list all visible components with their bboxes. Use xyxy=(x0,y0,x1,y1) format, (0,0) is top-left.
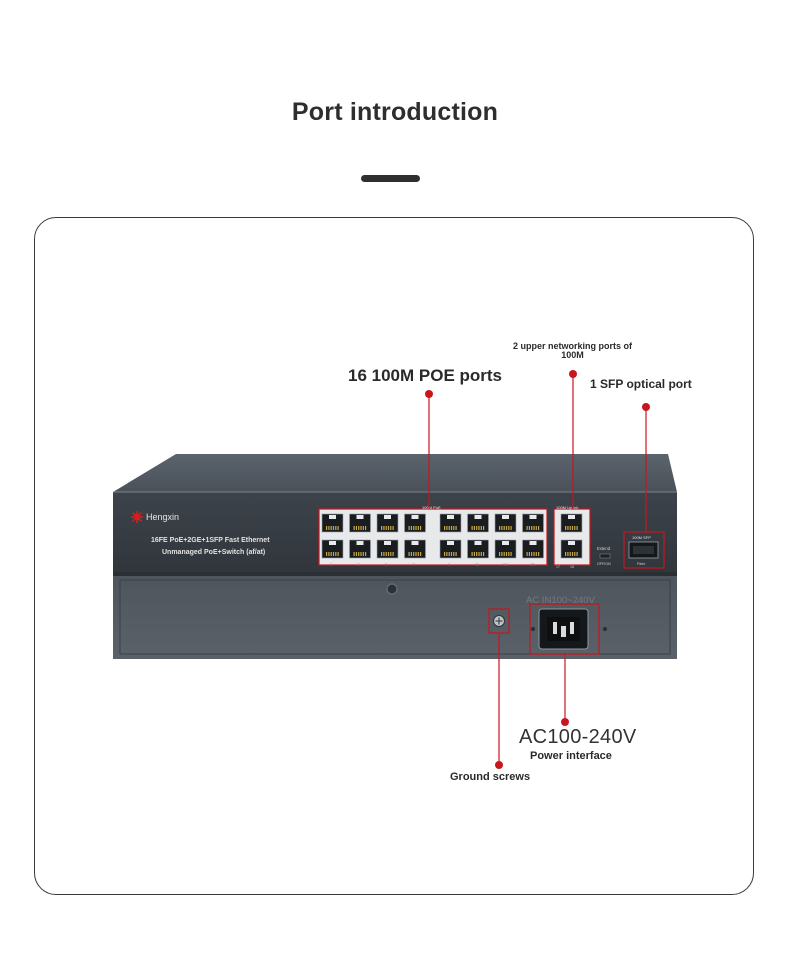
uplink-leader-dot xyxy=(569,370,577,378)
poe-port-number: 1 xyxy=(330,563,332,567)
poe-port-number: 7 xyxy=(413,563,415,567)
uplink-ports-callout: 2 upper networking ports of 100M xyxy=(490,342,655,360)
body-screw-icon xyxy=(386,583,398,595)
uplink-port-top xyxy=(560,513,583,533)
uplink-callout-line1: 2 upper networking ports of xyxy=(512,341,632,351)
poe-port-top-6 xyxy=(467,513,489,533)
power-voltage-callout: AC100-240V xyxy=(519,726,637,748)
uplink-ports xyxy=(560,513,583,559)
poe-port-bottom-8 xyxy=(522,539,544,559)
extend-switch-label: OFF/ON xyxy=(597,562,611,566)
poe-port-number: 5 xyxy=(385,563,387,567)
uplink-port-bottom xyxy=(560,539,583,559)
ground-leader-dot xyxy=(495,761,503,769)
poe-port-bottom-5 xyxy=(439,539,462,559)
poe-port-top-3 xyxy=(376,513,399,533)
uplink-group-label: 100M Uplink xyxy=(556,505,578,510)
poe-port-bottom-3 xyxy=(376,539,399,559)
poe-port-number: 3 xyxy=(358,563,360,567)
poe-ports-callout: 16 100M POE ports xyxy=(348,366,503,385)
poe-port-bottom-6 xyxy=(467,539,489,559)
poe-port-top-4 xyxy=(404,513,426,533)
extend-label: Extend xyxy=(597,546,611,551)
poe-port-top-2 xyxy=(349,513,371,533)
ground-screws-callout: Ground screws xyxy=(450,771,531,783)
poe-ports xyxy=(321,513,544,559)
poe-leader-dot xyxy=(425,390,433,398)
uplink-port-18: 18 xyxy=(570,565,574,569)
sfp-leader-dot xyxy=(642,403,650,411)
extend-switch xyxy=(599,553,611,559)
poe-port-number: 15 xyxy=(531,563,535,567)
uplink-port-17: 17 xyxy=(556,565,560,569)
poe-group-label: 100M PoE xyxy=(422,505,441,510)
poe-port-top-5 xyxy=(439,513,462,533)
poe-port-top-7 xyxy=(494,513,517,533)
sfp-group-label: 100M SFP xyxy=(632,535,651,540)
uplink-callout-line2: 100M xyxy=(561,350,584,360)
model-line-2: Unmanaged PoE+Switch (af/at) xyxy=(162,549,265,556)
poe-port-top-1 xyxy=(321,513,344,533)
sfp-port-callout: 1 SFP optical port xyxy=(590,377,692,391)
rear-ac-label: AC IN100~240V xyxy=(526,595,596,606)
poe-port-bottom-7 xyxy=(494,539,517,559)
power-interface-callout: Power interface xyxy=(530,750,612,762)
page-title: Port introduction xyxy=(291,98,499,126)
poe-port-bottom-1 xyxy=(321,539,344,559)
poe-port-bottom-4 xyxy=(404,539,426,559)
sfp-port-block xyxy=(623,531,665,569)
poe-port-bottom-2 xyxy=(349,539,371,559)
poe-port-number: 13 xyxy=(503,563,507,567)
chassis-top xyxy=(113,454,677,492)
title-underline xyxy=(361,175,420,182)
poe-port-number: 11 xyxy=(476,563,480,567)
poe-port-top-8 xyxy=(522,513,544,533)
brand-logo-icon xyxy=(131,511,143,523)
power-leader-dot xyxy=(561,718,569,726)
sfp-sub-label: Fiber xyxy=(637,562,646,566)
product-frame xyxy=(34,217,754,895)
model-line-1: 16FE PoE+2GE+1SFP Fast Ethernet xyxy=(151,537,270,544)
brand-name: Hengxin xyxy=(146,512,179,522)
poe-port-number: 9 xyxy=(448,563,450,567)
